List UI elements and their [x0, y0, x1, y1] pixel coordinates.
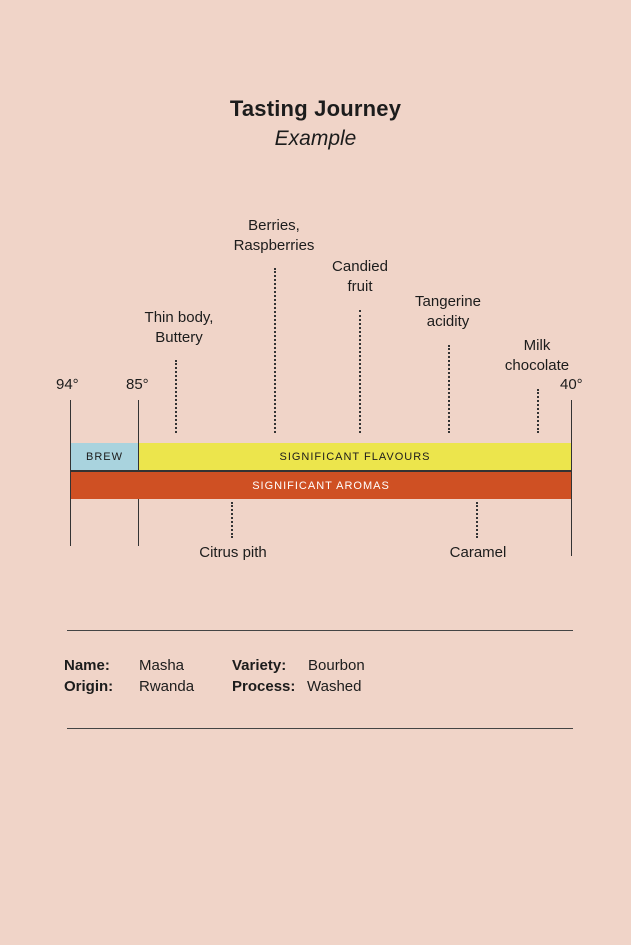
process-value: Washed	[307, 678, 362, 695]
flavour-leader-berries	[274, 268, 276, 433]
brew-bar: BREW	[71, 443, 138, 471]
flavours-bar: SIGNIFICANT FLAVOURS	[139, 443, 571, 471]
name-value: Masha	[139, 657, 185, 674]
boundary-line-end	[571, 400, 572, 556]
aromas-bar: SIGNIFICANT AROMAS	[71, 471, 571, 499]
flavour-leader-tangerine	[448, 345, 450, 433]
flavour-leader-milk-chocolate	[537, 389, 539, 433]
aroma-note-citrus-pith: Citrus pith	[199, 544, 267, 561]
temp-start: 94°	[56, 376, 79, 393]
aroma-leader-citrus-pith	[231, 502, 233, 538]
flavour-note-milk-chocolate: Milk chocolate	[504, 337, 570, 374]
aroma-leader-caramel	[476, 502, 478, 538]
process-label: Process:	[232, 678, 296, 695]
aroma-note-caramel: Caramel	[449, 544, 507, 561]
flavour-note-candied-fruit: Candied fruit	[332, 258, 388, 295]
origin-label: Origin:	[64, 678, 114, 695]
name-label: Name:	[64, 657, 110, 674]
flavour-note-berries: Berries, Raspberries	[233, 217, 315, 254]
variety-label: Variety:	[232, 657, 287, 674]
flavour-note-thin-body: Thin body, Buttery	[144, 309, 214, 346]
temp-end: 40°	[560, 376, 583, 393]
page-title: Tasting Journey	[229, 96, 402, 121]
flavour-leader-candied-fruit	[359, 310, 361, 433]
brew-divider	[71, 470, 138, 471]
page-subtitle: Example	[274, 127, 357, 150]
variety-value: Bourbon	[308, 657, 365, 674]
flavour-leader-thin-body	[175, 360, 177, 433]
temp-brew-end: 85°	[126, 376, 149, 393]
divider-bottom	[67, 728, 573, 729]
divider-top	[67, 630, 573, 631]
origin-value: Rwanda	[139, 678, 195, 695]
boundary-line-start	[70, 400, 71, 546]
flavour-note-tangerine: Tangerine acidity	[415, 293, 481, 330]
